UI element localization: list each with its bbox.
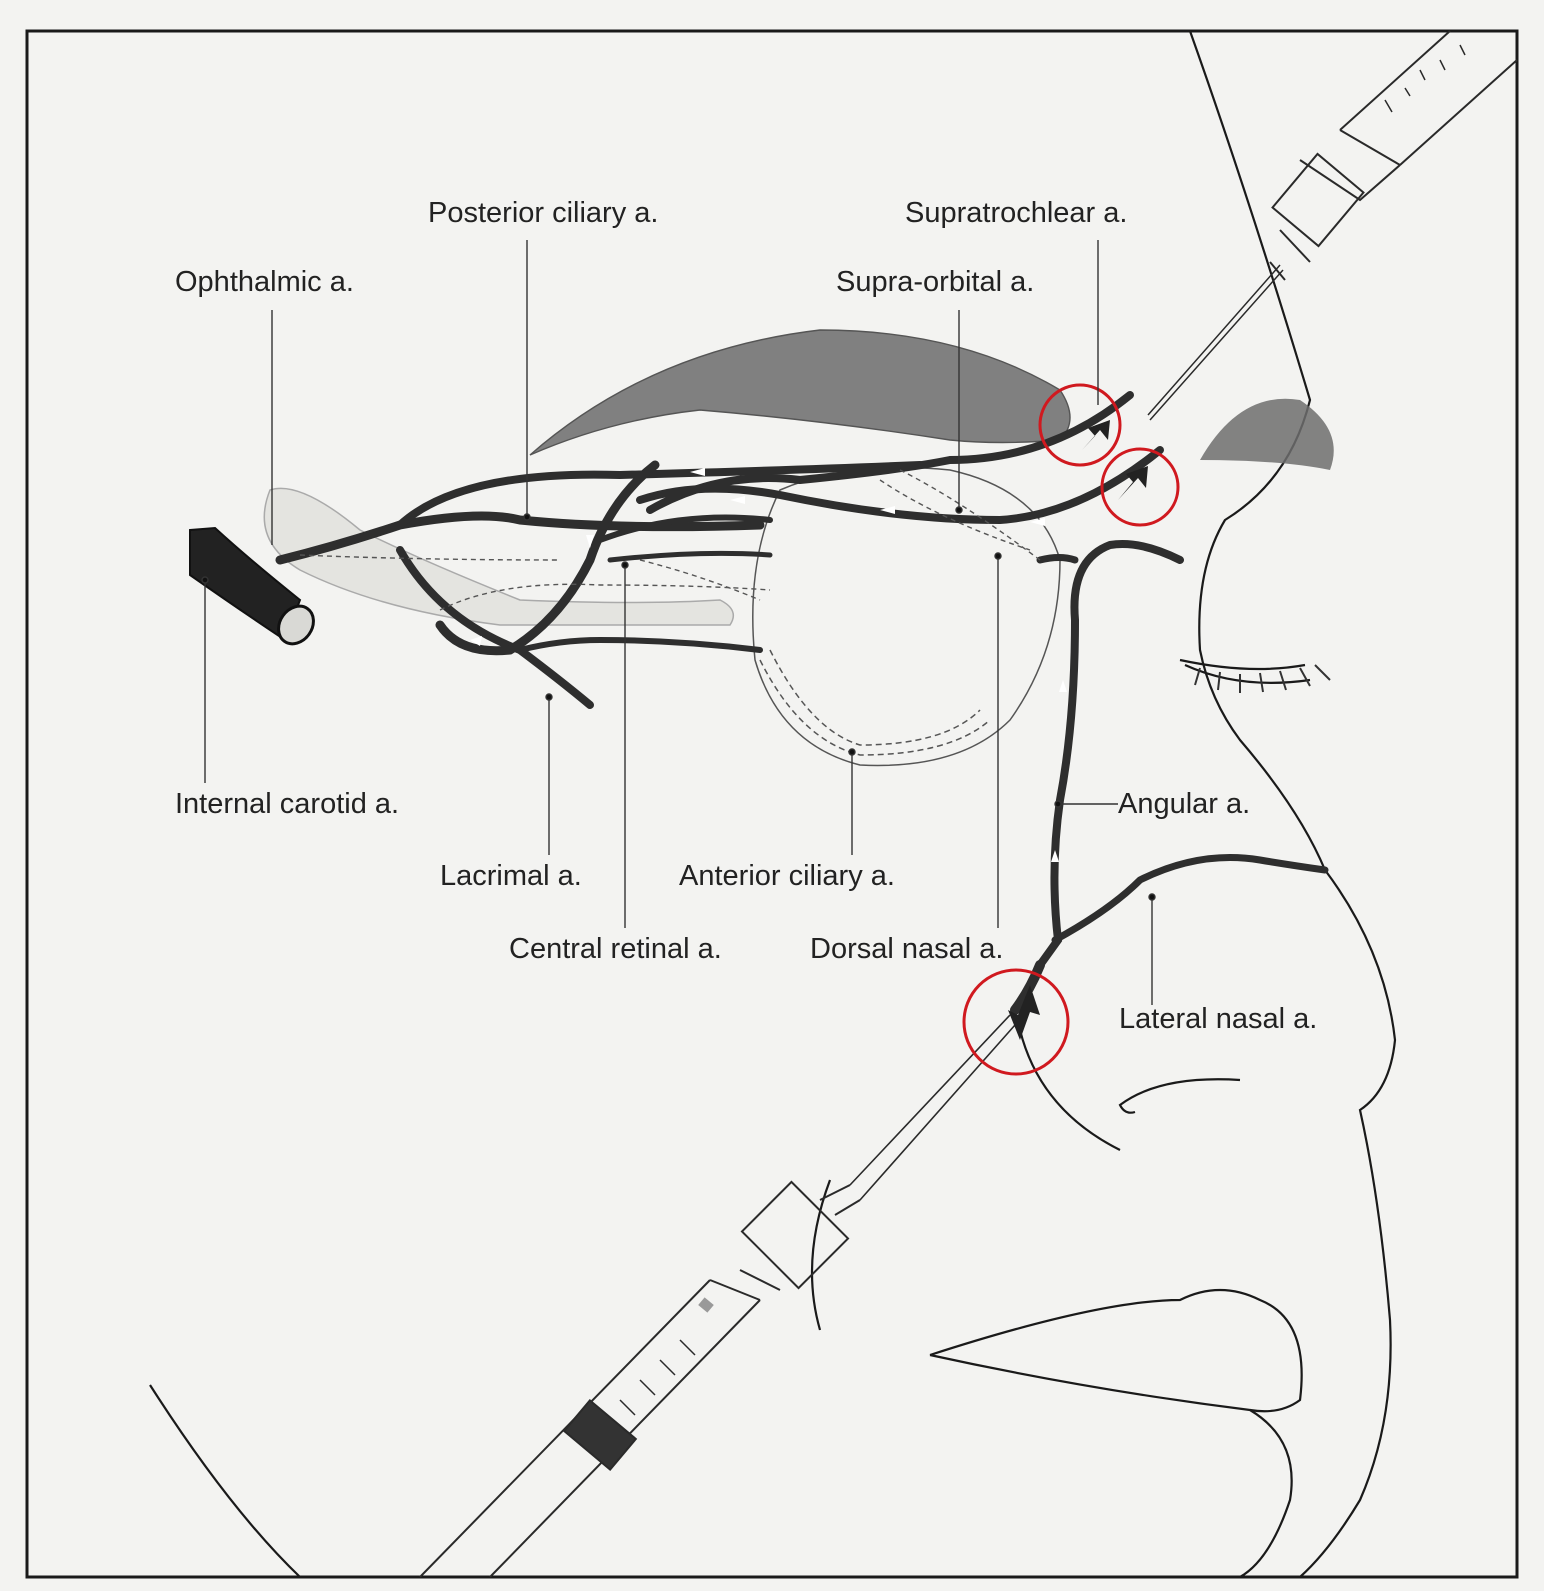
eyelashes — [1194, 664, 1331, 693]
label-posterior-ciliary-artery: Posterior ciliary a. — [428, 197, 659, 229]
upper-syringe — [1147, 30, 1518, 421]
dorsal-nasal-upper-branch — [1036, 554, 1079, 564]
cheek-curve — [149, 1384, 301, 1578]
eye-lower-lid — [1184, 663, 1311, 684]
lower-syringe — [419, 1014, 1016, 1578]
injection-highlight-circles — [962, 383, 1180, 1076]
eyebrow-right — [1200, 398, 1334, 470]
small-branch-2 — [607, 550, 773, 563]
posterior-ciliary-artery — [396, 461, 924, 529]
label-ophthalmic-artery: Ophthalmic a. — [175, 266, 354, 298]
highlight-circle-supratrochlear — [1038, 383, 1122, 467]
highlight-circle-dorsal-nasal — [962, 968, 1070, 1076]
face-outline — [149, 30, 1397, 1578]
label-angular-artery: Angular a. — [1118, 788, 1251, 820]
highlight-circle-supraorbital — [1100, 447, 1180, 527]
eye-upper-lid — [1179, 658, 1306, 671]
eyeball — [752, 466, 1061, 767]
small-branch-1 — [597, 514, 773, 543]
lower-lip — [929, 1353, 1293, 1578]
leader-lines — [201, 240, 1156, 1005]
nostril — [1118, 1078, 1241, 1114]
nasal-ala — [1018, 1029, 1121, 1151]
supraorbital-branch — [646, 391, 1134, 514]
crossing-artery — [435, 460, 660, 656]
label-anterior-ciliary-artery: Anterior ciliary a. — [679, 860, 895, 892]
forehead-profile — [1188, 30, 1327, 871]
supratrochlear-branch — [636, 446, 1164, 525]
internal-carotid-artery — [189, 526, 315, 646]
label-central-retinal-artery: Central retinal a. — [509, 933, 722, 965]
flow-arrows — [470, 468, 1067, 862]
label-dorsal-nasal-artery: Dorsal nasal a. — [810, 933, 1004, 965]
upper-lip — [929, 1288, 1303, 1413]
nose-profile — [1299, 869, 1397, 1578]
label-supraorbital-artery: Supra-orbital a. — [836, 266, 1035, 298]
dashed-vessels — [299, 469, 1041, 611]
optic-nerve — [263, 487, 735, 626]
label-internal-carotid-artery: Internal carotid a. — [175, 788, 400, 820]
lateral-nasal-artery — [1051, 854, 1329, 944]
diagram-frame — [25, 29, 1519, 1579]
artery-network — [275, 391, 1329, 1015]
label-lateral-nasal-artery: Lateral nasal a. — [1119, 1003, 1318, 1035]
reverse-flow-arrows — [1008, 420, 1148, 1040]
label-lacrimal-artery: Lacrimal a. — [440, 860, 582, 892]
central-retinal-artery — [517, 636, 763, 653]
label-supratrochlear-artery: Supratrochlear a. — [905, 197, 1128, 229]
